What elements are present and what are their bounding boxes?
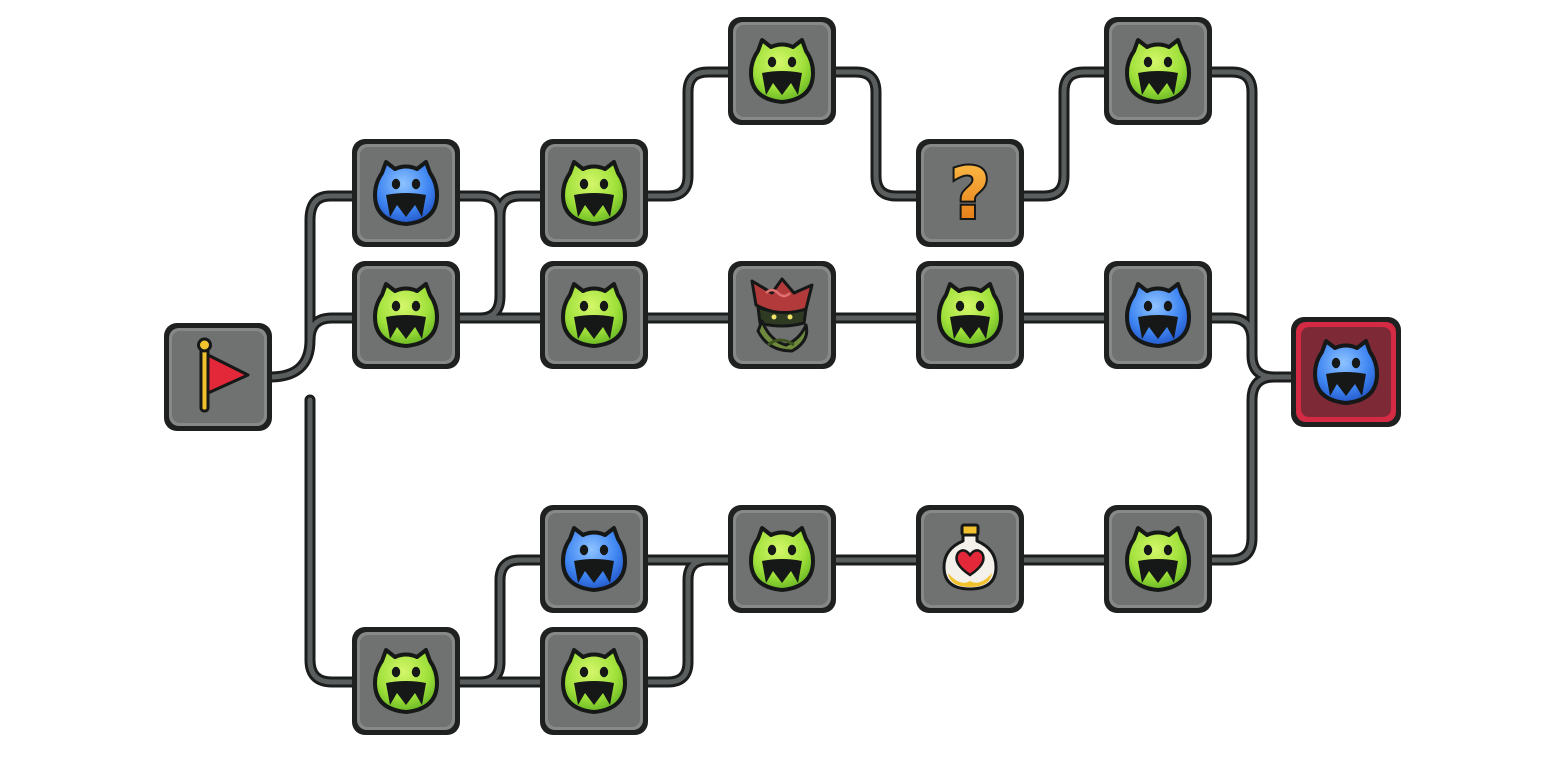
map-node-r5-mid[interactable] [1104,261,1212,369]
green-monster-icon [749,38,815,104]
green-monster-icon [373,282,439,348]
route-paths [264,66,1302,688]
map-node-r1-top[interactable] [352,139,460,247]
green-monster-icon [561,160,627,226]
blue-monster-icon [373,160,439,226]
map-node-r5-top[interactable] [1104,17,1212,125]
map-node-r1-bottom[interactable] [352,627,460,735]
green-monster-icon [749,526,815,592]
blue-monster-icon [1313,339,1379,405]
start-node[interactable] [164,323,272,431]
green-monster-icon [561,648,627,714]
green-monster-icon [937,282,1003,348]
green-monster-icon [561,282,627,348]
map-node-r3-mid[interactable] [728,261,836,369]
map-node-r3-low[interactable] [728,505,836,613]
green-monster-icon [1125,526,1191,592]
heart-potion-icon [942,523,998,591]
map-node-r1-mid[interactable] [352,261,460,369]
flag-icon [197,337,250,413]
map-node-r2-low[interactable] [540,505,648,613]
map-node-r2-mid[interactable] [540,261,648,369]
question-mark-icon: ? [950,153,991,235]
map-node-r5-low[interactable] [1104,505,1212,613]
merchant-icon [750,277,814,353]
map-node-r3-top[interactable] [728,17,836,125]
map-node-r4-mid[interactable] [916,261,1024,369]
green-monster-icon [1125,38,1191,104]
blue-monster-icon [561,526,627,592]
map-node-r2-bottom[interactable] [540,627,648,735]
map-node-r2-top[interactable] [540,139,648,247]
boss-node[interactable] [1291,317,1401,427]
blue-monster-icon [1125,282,1191,348]
green-monster-icon [373,648,439,714]
map-node-r4-top[interactable]: ? [916,139,1024,247]
map-node-r4-low[interactable] [916,505,1024,613]
